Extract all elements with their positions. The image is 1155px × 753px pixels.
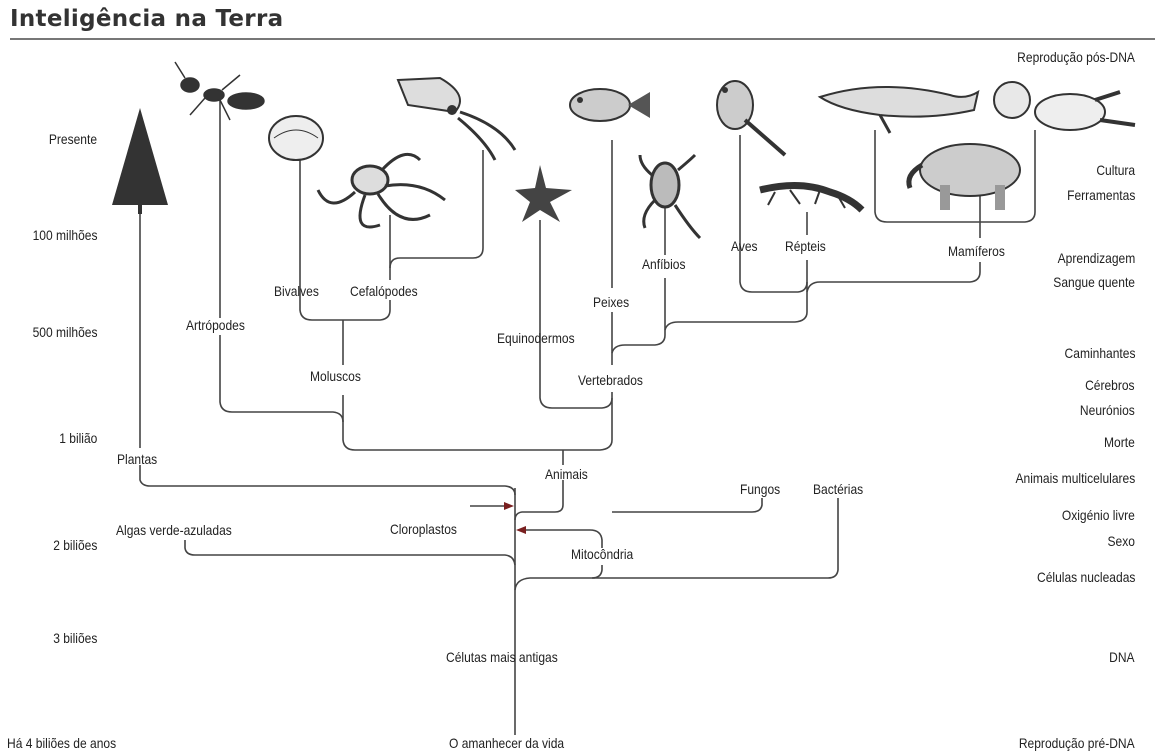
page-title: Inteligência na Terra	[10, 6, 284, 32]
artropodes-branch	[219, 335, 344, 423]
label-cefalopodes: Cefalópodes	[350, 283, 418, 299]
milestone-celulas-nucleadas: Células nucleadas	[1036, 569, 1135, 585]
milestone-reproducao-pre-dna: Reprodução pré-DNA	[1019, 735, 1135, 751]
aves-branch	[739, 135, 808, 293]
milestone-reproducao-pos-dna: Reprodução pós-DNA	[1017, 49, 1135, 65]
bivalves-branch	[299, 160, 391, 321]
clam-icon	[268, 115, 324, 161]
time-3-bilioes: 3 biliões	[52, 630, 97, 646]
label-cloroplastos: Cloroplastos	[390, 521, 457, 537]
parrot-icon	[716, 80, 787, 157]
milestone-dna: DNA	[1109, 649, 1135, 665]
milestone-ferramentas: Ferramentas	[1066, 187, 1135, 203]
animais-split	[342, 392, 613, 451]
label-celulas-antigas: Célutas mais antigas	[446, 649, 558, 665]
label-peixes: Peixes	[593, 294, 630, 310]
mamiferos-branch	[806, 262, 981, 293]
label-anfibios: Anfíbios	[642, 256, 686, 272]
milestone-cerebros: Cérebros	[1085, 377, 1135, 393]
mitocondria-lower	[591, 565, 603, 579]
ant-icon	[174, 61, 265, 121]
label-moluscos: Moluscos	[310, 368, 361, 384]
milestone-cultura: Cultura	[1096, 162, 1135, 178]
milestone-caminhantes: Caminhantes	[1064, 345, 1135, 361]
label-bacterias: Bactérias	[813, 481, 864, 497]
algas-branch	[184, 540, 516, 566]
label-repteis: Répteis	[785, 238, 826, 254]
squid-stem	[389, 150, 484, 269]
whale-icon	[817, 86, 980, 134]
mitocondria-arrowhead	[516, 526, 526, 534]
label-amanhecer: O amanhecer da vida	[449, 735, 565, 751]
mamiferos-fork	[874, 130, 1036, 223]
milestone-aprendizagem: Aprendizagem	[1057, 250, 1135, 266]
animais-branch	[514, 480, 564, 521]
vertebrados-link	[611, 278, 666, 354]
lizard-icon	[759, 181, 865, 213]
milestone-morte: Morte	[1104, 434, 1135, 450]
time-500-milhoes: 500 milhões	[32, 324, 97, 340]
cloroplastos-arrowhead	[504, 502, 514, 510]
time-4-bilioes: Há 4 biliões de anos	[7, 735, 117, 751]
milestone-sexo: Sexo	[1107, 533, 1135, 549]
frog-icon	[638, 153, 702, 240]
milestone-sangue-quente: Sangue quente	[1053, 274, 1135, 290]
time-presente: Presente	[48, 131, 97, 147]
octopus-icon	[316, 152, 446, 229]
baby-icon	[993, 81, 1136, 131]
tetrapods-link	[664, 260, 808, 331]
label-plantas: Plantas	[117, 451, 158, 467]
label-equinodermos: Equinodermos	[497, 330, 575, 346]
mitocondria-loop	[522, 529, 603, 548]
equinodermos-branch	[539, 220, 613, 409]
fungos-branch	[612, 498, 763, 513]
label-mitocondria: Mitocôndria	[571, 546, 634, 562]
label-vertebrados: Vertebrados	[578, 372, 643, 388]
time-1-biliao: 1 bilião	[58, 430, 97, 446]
milestone-oxigenio-livre: Oxigénio livre	[1062, 507, 1135, 523]
elephant-icon	[906, 143, 1021, 210]
squid-icon	[396, 76, 517, 161]
time-2-bilioes: 2 biliões	[52, 537, 97, 553]
starfish-icon	[515, 165, 572, 222]
label-artropodes: Artrópodes	[186, 317, 245, 333]
time-100-milhoes: 100 milhões	[32, 227, 97, 243]
label-bivalves: Bivalves	[274, 283, 319, 299]
pine-tree-icon	[112, 108, 168, 214]
label-animais: Animais	[545, 466, 588, 482]
milestone-animais-multicelulares: Animais multicelulares	[1015, 470, 1135, 486]
label-algas: Algas verde-azuladas	[116, 522, 232, 538]
title-divider	[10, 38, 1155, 40]
fish-icon	[569, 88, 650, 122]
label-aves: Aves	[731, 238, 758, 254]
label-fungos: Fungos	[740, 481, 781, 497]
label-mamiferos: Mamíferos	[948, 243, 1005, 259]
plantas-branch	[139, 465, 516, 496]
bacterias-branch	[514, 498, 839, 591]
milestone-neuronios: Neurónios	[1080, 402, 1135, 418]
